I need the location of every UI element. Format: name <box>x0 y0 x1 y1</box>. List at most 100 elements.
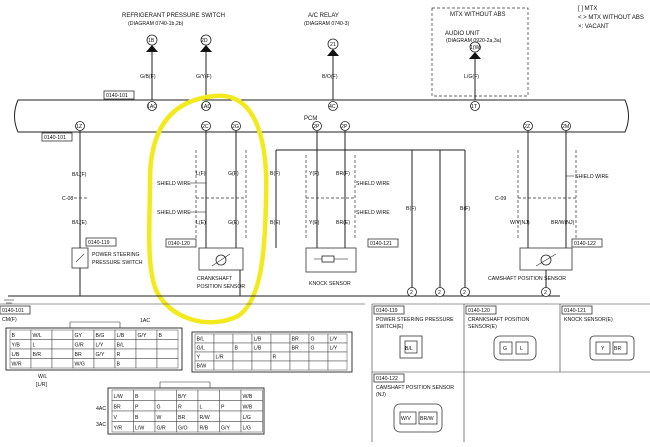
svg-text:POWER STEERING PRESSURE: POWER STEERING PRESSURE <box>376 317 454 323</box>
refrigerant-switch-title: REFRIGERANT PRESSURE SWITCH <box>122 13 225 19</box>
crank-shield-label-1: SHIELD WIRE <box>157 181 191 187</box>
connector-pin-label: W/B <box>243 405 253 411</box>
connector-pin-label: B <box>159 333 163 339</box>
svg-text:Y(F): Y(F) <box>309 171 319 177</box>
connector-cell <box>240 421 263 433</box>
connector-pin-label: G/Y <box>221 426 230 432</box>
wire-label-gy: G/Y(F) <box>196 74 212 80</box>
connector-pin-label: B <box>135 415 139 421</box>
wire-label-lr: [L/R] <box>36 382 48 388</box>
connector-pin-label: L/Y <box>330 337 338 343</box>
svg-text:L(E): L(E) <box>196 220 206 226</box>
connector-pin-label: L <box>200 405 203 411</box>
connector-pin-label: R <box>273 355 277 361</box>
connector-cell <box>51 358 74 369</box>
audio-unit-diagram: (DIAGRAM 0920-2a,3a) <box>446 38 502 44</box>
connector-cell <box>93 358 116 369</box>
connector-pin-label: G/R <box>75 343 84 349</box>
connector-cell <box>232 333 253 344</box>
top-pin-21: 21 B/O(F) <box>322 38 339 100</box>
connector-pin-label: V <box>114 415 118 421</box>
connector-pin-label: W/R <box>12 362 22 368</box>
connector-pin-label: P <box>135 405 139 411</box>
connector-cell <box>308 351 329 362</box>
left-pin-4ac: 4AC <box>96 406 106 412</box>
svg-text:SENSOR(E): SENSOR(E) <box>468 324 497 330</box>
svg-text:2D: 2D <box>201 38 208 44</box>
top-pin-1w: 1(W) L/G(F) <box>464 41 482 100</box>
connector-cell <box>232 360 253 371</box>
svg-text:1(W): 1(W) <box>470 45 482 51</box>
pcm-pin-1z: 1Z <box>76 124 82 130</box>
connector-pin-label: G <box>311 337 315 343</box>
connector-pin-label: L/B <box>12 352 20 358</box>
connector-pin-label: Y/B <box>12 343 21 349</box>
card-knock: 0140-121 KNOCK SENSOR(E) Y BR <box>561 305 635 361</box>
svg-text:SWITCH(E): SWITCH(E) <box>376 324 404 330</box>
pcm-pin-2p-b: 2P <box>341 124 348 130</box>
svg-text:G(E): G(E) <box>228 220 239 226</box>
svg-text:B/L(F): B/L(F) <box>72 172 87 178</box>
cam-shield-label: SHIELD WIRE <box>575 174 609 180</box>
connector-pin-label: BR <box>178 415 185 421</box>
svg-text:CRANKSHAFT POSITION: CRANKSHAFT POSITION <box>468 317 530 323</box>
svg-text:21: 21 <box>330 42 336 48</box>
pcm-pin-1ac: 1AC <box>147 104 157 110</box>
crank-shield-label-2: SHIELD WIRE <box>157 210 191 216</box>
connector-cell <box>51 348 74 359</box>
connector-cell <box>213 360 234 371</box>
camshaft-sensor-symbol <box>519 247 573 271</box>
connector-cell <box>327 351 348 362</box>
connector-pin-label: BR <box>114 405 121 411</box>
connector-pin-label: L/B <box>117 333 125 339</box>
svg-text:Y: Y <box>601 346 605 352</box>
connector-cell <box>154 389 177 401</box>
svg-text:B(F): B(F) <box>270 171 280 177</box>
connector-cell <box>135 348 158 359</box>
connector-pin-label: G/Y <box>96 352 105 358</box>
connector-pin-label: BR <box>75 352 82 358</box>
knock-sensor-symbol <box>305 247 357 273</box>
svg-text:0140-122: 0140-122 <box>574 241 596 247</box>
ground-pin-4: 2 <box>544 290 547 296</box>
connector-pin-label: G/R <box>157 426 166 432</box>
svg-text:B/L(E): B/L(E) <box>72 220 87 226</box>
connector-pin-label: B/Y <box>178 394 187 400</box>
knock-shield-label-1: SHIELD WIRE <box>356 181 390 187</box>
connector-pin-label: W/G <box>75 362 85 368</box>
connector-cell <box>327 360 348 371</box>
top-pin-2d: 2D G/Y(F) <box>196 34 212 100</box>
ac-relay-diagram: (DIAGRAM 0740-3) <box>304 21 350 27</box>
svg-text:BR/W: BR/W <box>420 416 434 422</box>
ground-pin-3: 2 <box>463 290 466 296</box>
svg-text:BR: BR <box>614 346 621 352</box>
crankshaft-sensor-branch: L(F) G(F) L(E) G(E) SHIELD WIRE SHIELD W… <box>157 131 247 290</box>
pcm-block: PCM 0140-101 0140-101 1AC 1AD 4C 1T 1Z 2… <box>14 90 629 142</box>
svg-text:B/L: B/L <box>405 346 413 352</box>
wire-label-lg: L/G(F) <box>464 74 479 80</box>
connector-pin-label: BR <box>292 337 299 343</box>
legend-line-1: [ ] MTX <box>578 6 597 12</box>
ground-pin-1: 2 <box>410 290 413 296</box>
connector-pin-label: R <box>117 352 121 358</box>
knock-shield-label-2: SHIELD WIRE <box>356 210 390 216</box>
top-pins: 1B G/B(F) 2D G/Y(F) 21 B/O(F) 1(W) L/G(F… <box>140 34 482 100</box>
svg-text:BR(E): BR(E) <box>336 220 350 226</box>
connector-pin-label: G <box>311 346 315 352</box>
connector-pin-label: B/W <box>197 364 207 370</box>
connector-pin-label: R/B <box>200 426 209 432</box>
connector-pin-label: G/Y <box>138 333 147 339</box>
refrigerant-switch-diagram: (DIAGRAM 0740-1b,2b) <box>128 21 184 27</box>
connector-pin-label: L/R <box>216 355 224 361</box>
connector-cell <box>156 339 179 350</box>
connector-cell <box>156 358 179 369</box>
connector-pin-label: L/Y <box>96 343 104 349</box>
svg-text:W/V(NJ): W/V(NJ) <box>510 220 530 226</box>
svg-text:1B: 1B <box>148 38 155 44</box>
ground-bus: 2 2 2 2 <box>4 270 560 304</box>
svg-text:L(F): L(F) <box>196 171 206 177</box>
connector-pin-label: P <box>221 405 225 411</box>
svg-text:PRESSURE SWITCH: PRESSURE SWITCH <box>92 260 143 266</box>
